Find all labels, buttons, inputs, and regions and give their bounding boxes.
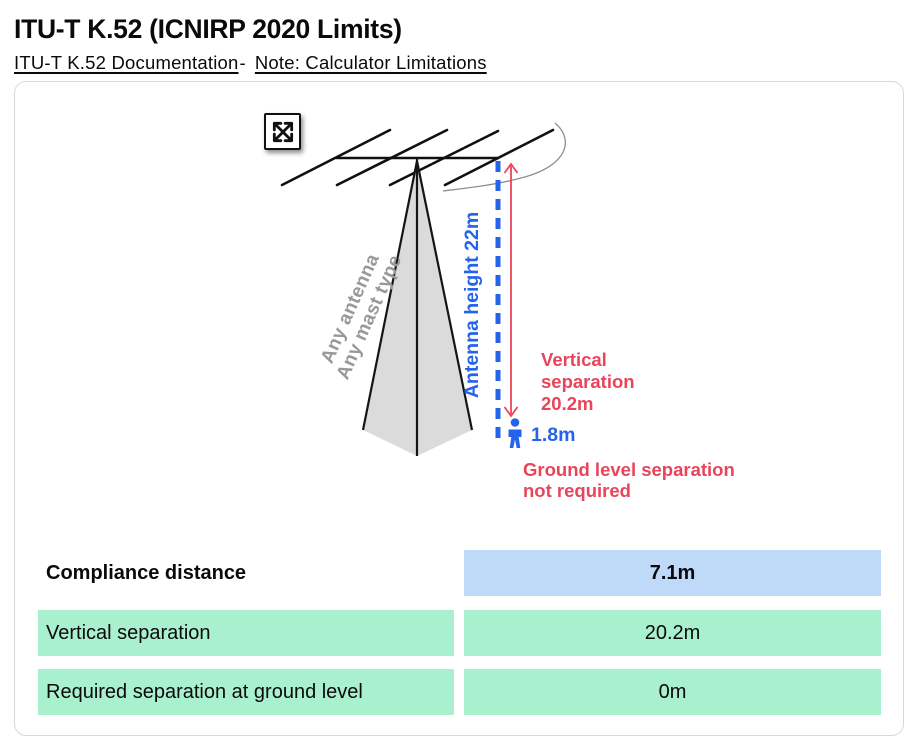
arrow-up-icon xyxy=(503,162,519,174)
link-separator: - xyxy=(239,52,246,74)
result-value: 20.2m xyxy=(464,610,881,657)
result-label: Vertical separation xyxy=(38,610,454,657)
svg-text:not required: not required xyxy=(523,480,631,501)
result-value: 7.1m xyxy=(464,550,881,597)
svg-text:Vertical: Vertical xyxy=(541,349,607,370)
header-links: ITU-T K.52 Documentation - Note: Calcula… xyxy=(14,52,904,74)
page-title: ITU-T K.52 (ICNIRP 2020 Limits) xyxy=(14,14,402,44)
vertical-separation-arrow xyxy=(503,162,519,419)
result-row-ground-separation: Required separation at ground level 0m xyxy=(38,669,881,716)
vertical-separation-label: Vertical separation 20.2m xyxy=(541,349,635,414)
antenna-diagram-canvas: Any antenna Any mast type Antenna height… xyxy=(280,122,735,501)
antenna-element-icon xyxy=(280,129,392,187)
calculator-card: Any antenna Any mast type Antenna height… xyxy=(14,81,904,737)
antenna-elements xyxy=(280,129,555,187)
result-value: 0m xyxy=(464,669,881,716)
mast-outline xyxy=(361,159,474,457)
expand-diagram-button[interactable] xyxy=(264,113,301,151)
antenna-element-icon xyxy=(388,130,500,187)
result-label: Required separation at ground level xyxy=(38,669,454,716)
rotation-arc xyxy=(442,122,567,193)
result-row-compliance-distance: Compliance distance 7.1m xyxy=(38,550,881,597)
person-height-label: 1.8m xyxy=(531,424,575,446)
result-row-vertical-separation: Vertical separation 20.2m xyxy=(38,610,881,657)
antenna-element-icon xyxy=(443,129,555,187)
results-table: Compliance distance 7.1m Vertical separa… xyxy=(15,550,903,716)
svg-text:separation: separation xyxy=(541,371,635,392)
svg-text:20.2m: 20.2m xyxy=(541,393,593,414)
antenna-element-icon xyxy=(335,129,449,187)
documentation-link[interactable]: ITU-T K.52 Documentation xyxy=(14,52,239,74)
arrow-down-icon xyxy=(503,406,519,419)
result-label: Compliance distance xyxy=(46,561,247,584)
ground-separation-label: Ground level separation not required xyxy=(523,459,735,501)
svg-text:Ground level separation: Ground level separation xyxy=(523,459,735,480)
expand-arrows-icon xyxy=(272,121,293,143)
limitations-link[interactable]: Note: Calculator Limitations xyxy=(254,52,487,74)
person-icon xyxy=(508,418,522,449)
header: ITU-T K.52 (ICNIRP 2020 Limits) ITU-T K.… xyxy=(0,0,918,74)
antenna-height-label: Antenna height 22m xyxy=(461,212,483,398)
antenna-diagram: Any antenna Any mast type Antenna height… xyxy=(15,82,903,550)
